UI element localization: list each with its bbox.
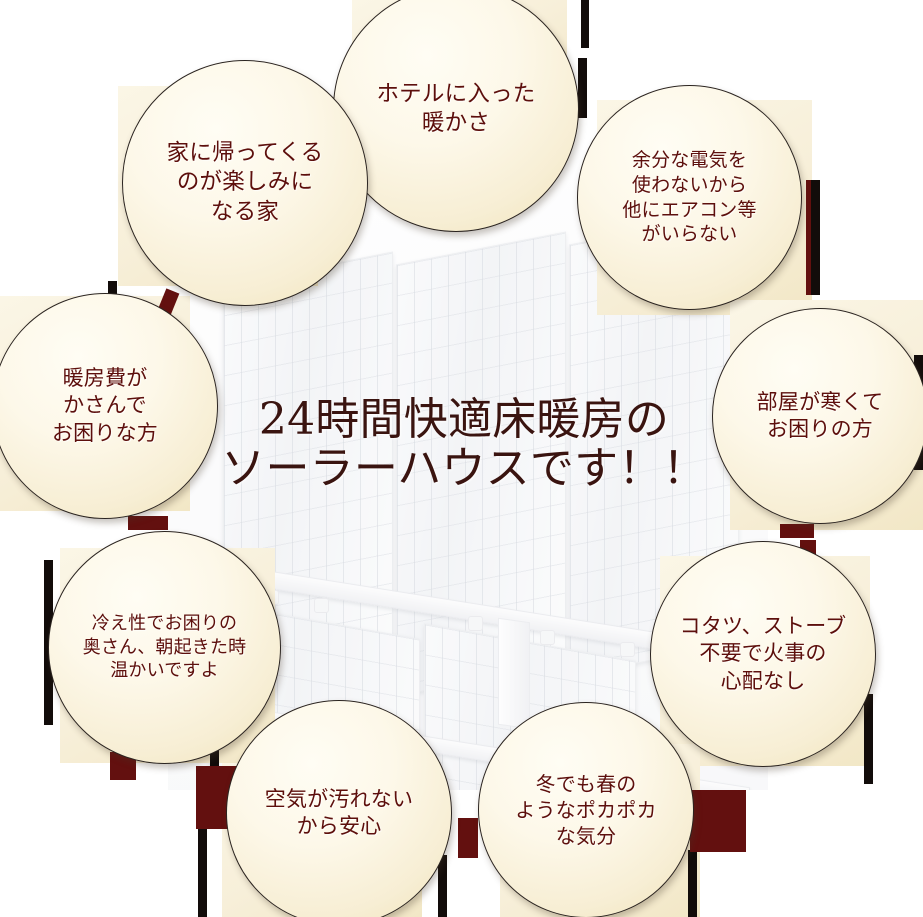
accent-tick [810,180,820,295]
accent-tick-red [806,180,811,295]
accent-tick [578,58,587,118]
page-title: 24時間快適床暖房の ソーラーハウスです！！ [221,394,707,495]
panel-clip [620,642,635,657]
benefit-bubble-top: ホテルに入った 暖かさ [333,0,579,232]
benefit-bubble-topleft: 家に帰ってくる のが楽しみに なる家 [122,60,368,306]
accent-bar [690,790,746,852]
benefit-bubble-bottomleft: 空気が汚れない から安心 [226,700,452,917]
benefit-bubble-rightlow: コタツ、ストーブ 不要で火事の 心配なし [650,541,876,767]
benefit-bubble-bottomright: 冬でも春の ようなポカポカ な気分 [478,702,694,917]
roof-post [498,617,530,730]
accent-tick [688,850,697,917]
accent-bar [458,818,478,858]
benefit-bubble-top-label: ホテルに入った 暖かさ [376,80,536,136]
benefit-bubble-right: 部屋が寒くて お困りの方 [712,308,923,524]
benefit-bubble-left: 暖房費が かさんで お困りな方 [0,293,218,519]
benefit-bubble-left-label: 暖房費が かさんで お困りな方 [51,366,159,445]
benefit-bubble-leftlow-label: 冷え性でお困りの 奥さん、朝起きた時 温かいですよ [82,613,247,682]
benefit-bubble-topright: 余分な電気を 使わないから 他にエアコン等 がいらない [577,85,802,310]
panel-clip [314,598,329,613]
benefit-bubble-leftlow: 冷え性でお困りの 奥さん、朝起きた時 温かいですよ [48,531,281,764]
accent-tick [198,826,207,917]
benefit-bubble-topright-label: 余分な電気を 使わないから 他にエアコン等 がいらない [622,149,757,246]
accent-bar [128,516,168,530]
benefit-bubble-bottomleft-label: 空気が汚れない から安心 [264,786,414,838]
accent-bar [780,524,814,538]
accent-tick [864,694,873,784]
benefit-bubble-rightlow-label: コタツ、ストーブ 不要で火事の 心配なし [679,614,847,693]
panel-clip [468,616,483,631]
benefit-bubble-right-label: 部屋が寒くて お困りの方 [756,389,884,441]
benefit-bubble-topleft-label: 家に帰ってくる のが楽しみに なる家 [166,140,324,225]
panel-clip [540,630,555,645]
accent-tick [581,0,589,48]
benefit-bubble-bottomright-label: 冬でも春の ようなポカポカ な気分 [515,772,657,848]
accent-tick [438,855,447,917]
